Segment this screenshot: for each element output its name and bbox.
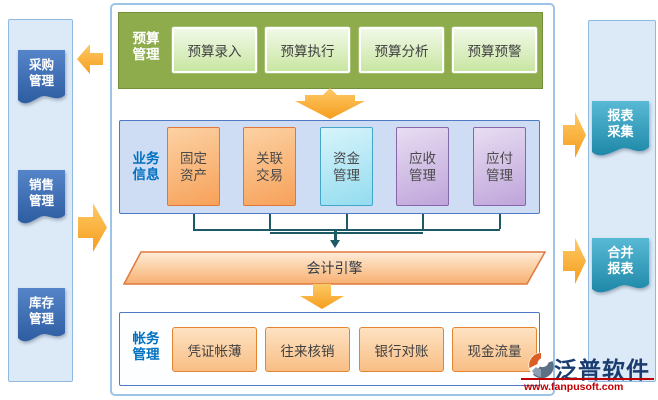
connector-bus-line [270,232,423,234]
accounting-engine-label: 会计引擎 [306,259,363,276]
budget-section-label: 预算管理 [132,31,160,62]
brand-divider [521,378,654,380]
connector-line [498,214,501,229]
right-flow-arrow-to-report-collection-icon [563,112,586,158]
left-flow-arrow-icon [77,44,103,74]
left-module-sales: 销售管理 [18,170,65,237]
funds-management-box: 资金管理 [320,127,373,206]
connector-line [422,214,424,229]
connector-line [192,214,195,229]
budget-entry-box: 预算录入 [172,27,257,73]
ledger-section-label: 帐务管理 [132,331,160,362]
left-module-inventory: 库存管理 [18,288,65,355]
left-module-procurement: 采购管理 [18,50,65,117]
right-flow-arrow-to-consolidated-reports-icon [563,238,586,284]
cash-flow-box: 现金流量 [452,327,537,372]
connector-arrow-stem [334,231,337,241]
fixed-assets-box: 固定资产 [167,127,220,206]
down-flow-arrow-icon [300,284,344,309]
connector-arrowhead-icon [330,240,340,248]
right-flow-arrow-left-side-icon [78,203,107,252]
brand-website-link[interactable]: www.fanpusoft.com [524,381,624,393]
budget-analysis-box: 预算分析 [359,27,444,73]
related-transactions-box: 关联交易 [243,127,296,206]
connector-line [269,214,271,229]
receivables-box: 应收管理 [396,127,449,206]
voucher-ledger-box: 凭证帐薄 [172,327,257,372]
connector-bus-line [193,229,500,231]
updown-flow-arrow-icon [295,88,365,119]
payables-box: 应付管理 [473,127,526,206]
right-side-panel [588,20,656,382]
fanpu-logo-icon [528,352,554,378]
budget-execution-box: 预算执行 [265,27,350,73]
right-module-consolidated-reports: 合并报表 [592,238,649,307]
write-off-box: 往来核销 [265,327,350,372]
accounting-engine-shape [123,251,546,285]
connector-line [345,214,348,229]
budget-alert-box: 预算预警 [452,27,537,73]
bank-reconciliation-box: 银行对账 [359,327,444,372]
right-module-report-collection: 报表采集 [592,101,649,170]
business-section-label: 业务信息 [132,151,160,182]
